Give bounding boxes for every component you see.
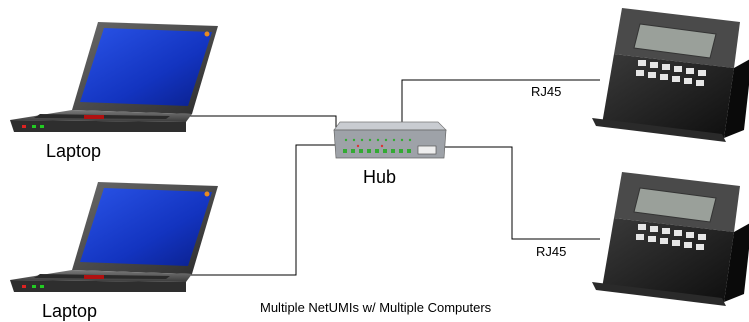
hub-label: Hub <box>363 167 397 187</box>
cable-hub-to-device-bottom <box>436 146 600 240</box>
cable-laptop-bottom-to-hub <box>180 144 336 276</box>
cables <box>180 79 600 276</box>
laptop-top-label: Laptop <box>46 141 102 161</box>
laptop-icon <box>10 22 218 132</box>
rj45-top-label: RJ45 <box>531 84 562 99</box>
laptop-icon <box>10 182 218 292</box>
cable-hub-to-device-top <box>401 79 600 124</box>
laptop-bottom-label: Laptop <box>42 301 98 321</box>
netumi-device-icon <box>592 172 749 306</box>
cable-laptop-top-to-hub <box>182 115 337 128</box>
diagram-caption: Multiple NetUMIs w/ Multiple Computers <box>260 300 492 315</box>
rj45-bottom-label: RJ45 <box>536 244 567 259</box>
netumi-device-icon <box>592 8 749 142</box>
network-hub-icon <box>333 121 447 159</box>
